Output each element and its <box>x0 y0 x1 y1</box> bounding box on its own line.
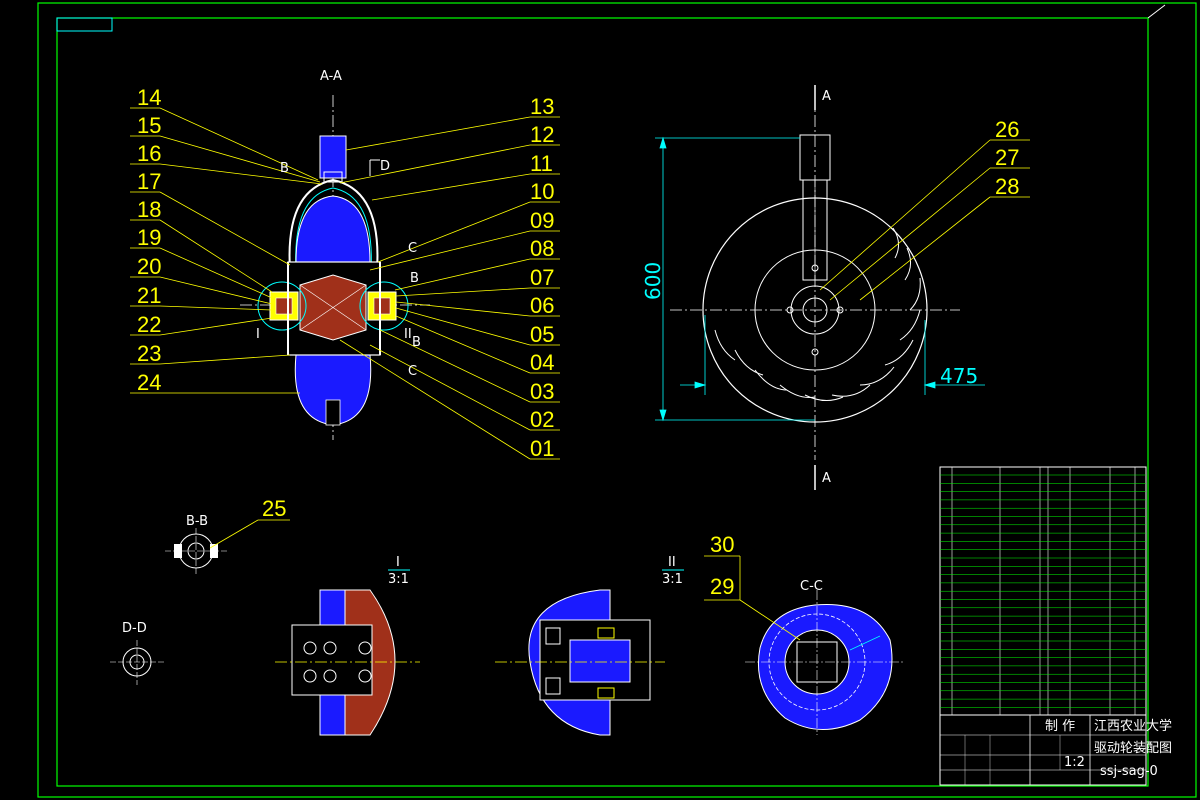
leader-lines-left <box>130 107 323 394</box>
section-title-dd: D-D <box>122 621 147 636</box>
corner-tag <box>56 17 113 32</box>
detail-i-view <box>275 589 420 736</box>
title-drawing-name: 驱动轮装配图 <box>1094 741 1172 756</box>
title-code: ssj-sag-0 <box>1100 764 1158 779</box>
part-label: 06 <box>530 293 554 318</box>
parts-list-table <box>939 466 1147 716</box>
part-label: 27 <box>995 145 1019 170</box>
part-label: 24 <box>137 370 161 395</box>
part-label: 23 <box>137 341 161 366</box>
part-label: 28 <box>995 174 1019 199</box>
side-view-wheel <box>670 95 960 460</box>
part-label: 14 <box>137 85 161 110</box>
title-scale: 1:2 <box>1064 755 1085 770</box>
part-label: 10 <box>530 179 554 204</box>
part-label: 29 <box>710 574 734 599</box>
dimension-width-text: 475 <box>940 364 978 388</box>
part-label: 07 <box>530 265 554 290</box>
part-label: 08 <box>530 236 554 261</box>
detail-mark-ii: II <box>404 327 412 342</box>
part-label: 03 <box>530 379 554 404</box>
section-cc-view <box>745 590 905 735</box>
detail-ii-title: II <box>668 555 676 570</box>
section-mark-c: C <box>408 241 417 256</box>
part-label: 16 <box>137 141 161 166</box>
part-label: 17 <box>137 169 161 194</box>
section-mark-b3: B <box>412 335 421 350</box>
part-label: 30 <box>710 532 734 557</box>
detail-mark-i: I <box>256 327 260 342</box>
part-label: 19 <box>137 225 161 250</box>
section-mark-c2: C <box>408 364 417 379</box>
section-mark-b: B <box>280 161 289 176</box>
part-label: 11 <box>530 151 553 176</box>
section-title-cc: C-C <box>800 579 823 594</box>
view-mark-a-bottom: A <box>822 471 831 486</box>
detail-ii-view <box>495 589 665 736</box>
part-label: 21 <box>137 283 161 308</box>
part-label: 01 <box>530 436 554 461</box>
frame-corner-line <box>1147 4 1166 19</box>
part-label: 02 <box>530 407 554 432</box>
leader-lines-right <box>339 116 560 460</box>
section-aa-view <box>240 95 430 440</box>
view-mark-a-top: A <box>822 89 831 104</box>
detail-i-scale: 3:1 <box>388 572 409 587</box>
section-dd-view <box>110 640 165 685</box>
part-label: 13 <box>530 94 554 119</box>
part-label: 12 <box>530 122 554 147</box>
part-label: 26 <box>995 117 1019 142</box>
dimension-600 <box>655 136 815 422</box>
section-title-aa: A-A <box>320 69 342 84</box>
part-label: 25 <box>262 496 286 521</box>
section-mark-b2: B <box>410 271 419 286</box>
part-label: 18 <box>137 197 161 222</box>
part-label: 09 <box>530 208 554 233</box>
left-part-labels: 14 15 16 17 18 19 20 21 22 23 24 <box>137 85 161 395</box>
title-school: 江西农业大学 <box>1094 718 1172 734</box>
dimension-475 <box>680 315 985 395</box>
title-block <box>939 714 1147 786</box>
dimension-height-text: 600 <box>641 262 665 300</box>
part-label: 22 <box>137 312 161 337</box>
part-label: 15 <box>137 113 161 138</box>
detail-i-title: I <box>396 555 400 570</box>
outer-frame <box>37 2 1197 798</box>
part-label: 04 <box>530 350 554 375</box>
section-title-bb: B-B <box>186 514 208 529</box>
section-mark-d: D <box>380 159 390 174</box>
detail-ii-scale: 3:1 <box>662 572 683 587</box>
part-label: 05 <box>530 322 554 347</box>
right-part-labels: 13 12 11 10 09 08 07 06 05 04 03 02 01 <box>530 94 554 461</box>
leader-lines-side <box>819 139 1030 301</box>
title-made: 制 作 <box>1045 719 1075 734</box>
part-label: 20 <box>137 254 161 279</box>
section-bb-view <box>165 528 228 575</box>
inner-frame <box>56 17 1149 787</box>
